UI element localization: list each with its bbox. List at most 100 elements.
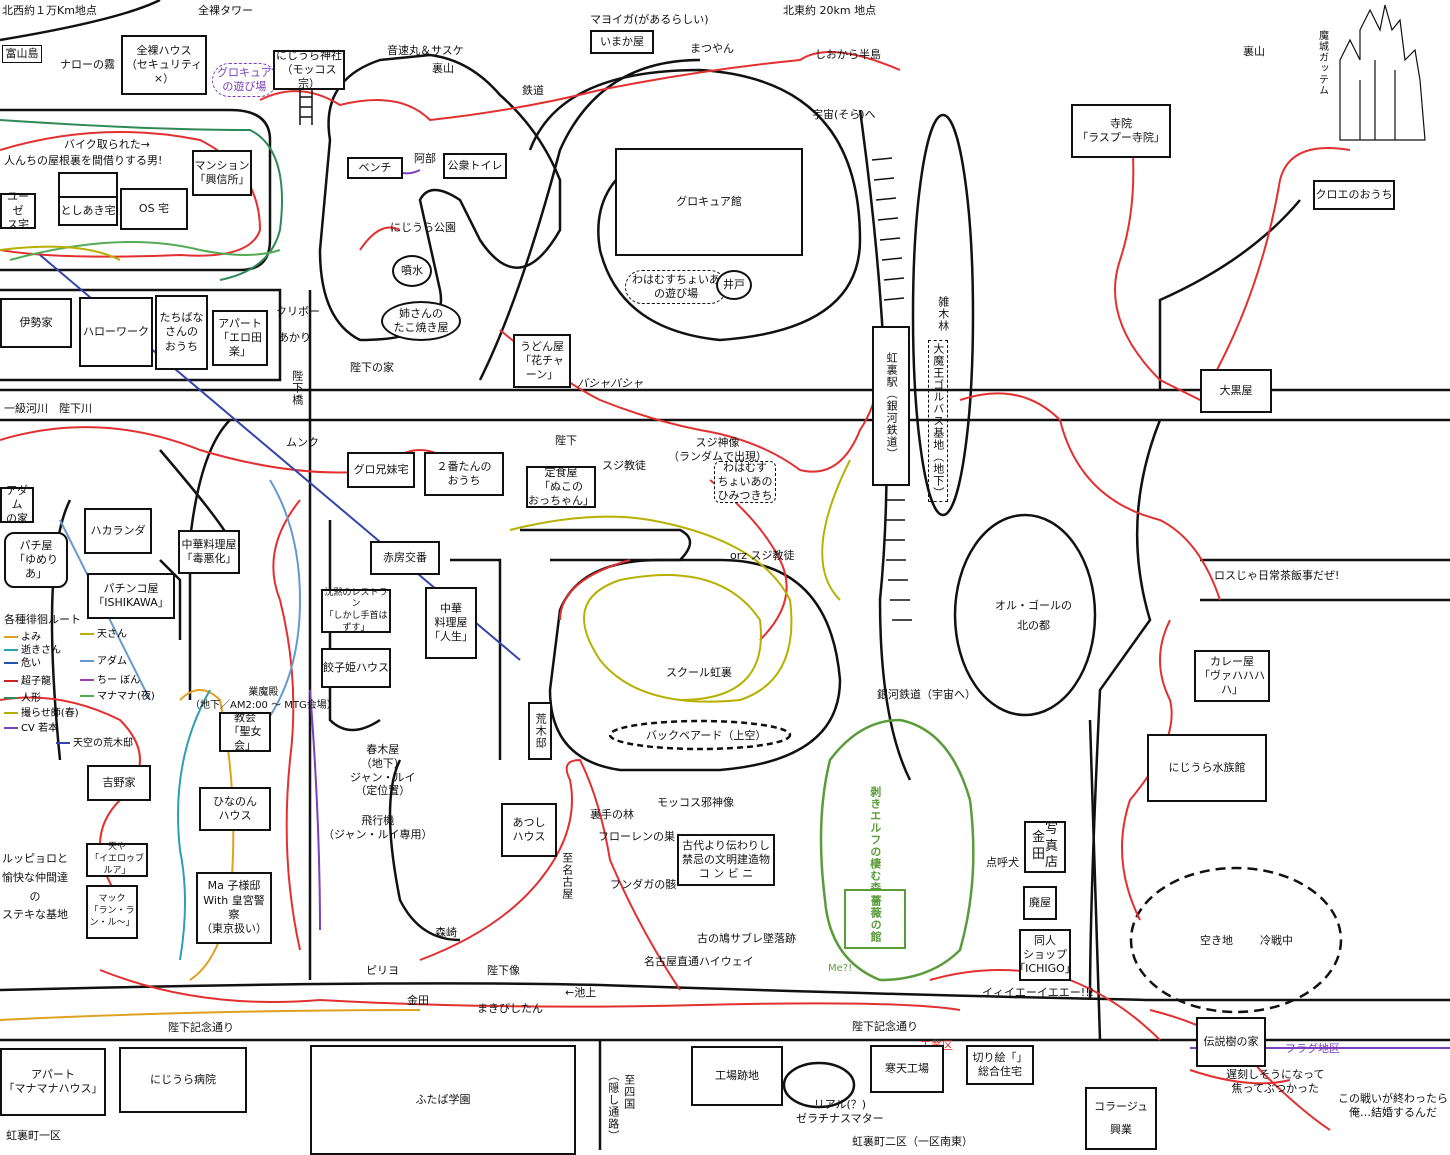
golf-base[interactable]: 大魔王ゴルバス基地（地下） (928, 340, 948, 502)
teishoku-line1: 定食屋 (544, 465, 578, 479)
zenra-house-name: 全裸ハウス (136, 43, 192, 57)
hakaranda[interactable]: ハカランダ (84, 508, 152, 554)
zenra-house[interactable]: 全裸ハウス （セキュリティ×） (121, 35, 207, 95)
legend-tree-house[interactable]: 伝説樹の家 (1196, 1017, 1266, 1067)
maco-residence[interactable]: Ma 子様邸 With 皇宮警察 （東京扱い） (196, 872, 272, 944)
cold-war: 冷戦中 (1260, 934, 1293, 947)
guro-sibling-house[interactable]: グロ兄妹宅 (347, 452, 415, 488)
real-line1: リアル(？) (813, 1098, 867, 1111)
makai-castle: 魔城ガッテム (1316, 30, 1328, 96)
well[interactable]: 井戸 (716, 270, 752, 300)
legend-item: アダム (80, 652, 127, 667)
yoshinoya[interactable]: 吉野家 (87, 765, 151, 801)
futaba-academy[interactable]: ふたば学園 (310, 1045, 576, 1155)
agar-factory[interactable]: 寒天工場 (870, 1045, 944, 1093)
kirie-housing[interactable]: 切り絵「」 総合住宅 (966, 1045, 1034, 1085)
yuze-house[interactable]: ユーゼ ス宅 (0, 190, 36, 231)
orugor-line2: 北の都 (1017, 618, 1050, 632)
school-nijiura[interactable]: スクール虹裏 (666, 666, 732, 679)
pachi-yumeria[interactable]: パチ屋 「ゆめりあ」 (4, 532, 68, 588)
nijiura-shrine[interactable]: にじうら神社 （モッコス宗） (273, 49, 345, 90)
araki-residence[interactable]: 荒木邸 (528, 702, 552, 760)
factory-ruins[interactable]: 工場跡地 (691, 1046, 783, 1106)
chuka-jinsei[interactable]: 中華 料理屋 「人生」 (425, 587, 477, 659)
chinmoku-restaurant[interactable]: 沈黙のレストラン 「しかし手首はずす」 (321, 588, 391, 633)
hinanon-house[interactable]: ひなのん ハウス (199, 787, 271, 831)
imakaya[interactable]: いまか屋 (590, 30, 654, 54)
abandoned-house[interactable]: 廃屋 (1023, 886, 1057, 920)
akabane-koban[interactable]: 赤房交番 (370, 541, 440, 575)
tachibana-house[interactable]: たちばな さんの おうち (155, 295, 208, 370)
abe: 阿部 (414, 152, 436, 165)
gyoza-hime-house[interactable]: 餃子姫ハウス (321, 648, 391, 688)
warend-line2: 俺…結婚するんだ (1349, 1105, 1437, 1119)
fountain[interactable]: 噴水 (392, 255, 432, 287)
harumaki-shop[interactable]: 春木屋 （地下） ジャン・ルイ （定位置） (350, 743, 415, 798)
kuroe-house[interactable]: クロエのおうち (1313, 180, 1395, 210)
real-line2: ゼラチナスマター (796, 1111, 884, 1125)
doujin-shop[interactable]: 同人 ショップ 「ICHIGO」 (1014, 929, 1076, 981)
oru-gor-city[interactable]: オル・ゴールの 北の都 (995, 599, 1072, 633)
gyomaden[interactable]: 業魔殿 （地下／AM2:00 ～ MTG会場） (190, 687, 337, 712)
mansion-detective[interactable]: マンション 「興信所」 (192, 150, 252, 196)
chuka-dokuakka[interactable]: 中華料理屋 「毒悪化」 (178, 530, 240, 574)
collage-line2: 興業 (1110, 1122, 1132, 1136)
takoyaki-stand[interactable]: 姉さんの たこ焼き屋 (381, 301, 461, 341)
collage-industry[interactable]: コラージュ 興業 (1085, 1087, 1157, 1150)
teishoku-shop[interactable]: 定食屋 「ぬこの おっちゃん」 (526, 466, 596, 508)
makibishi: まきびしたん (477, 1002, 543, 1015)
pachinko-ishikawa[interactable]: パチンコ屋 「ISHIKAWA」 (87, 573, 175, 619)
curry-shop[interactable]: カレー屋 「ヴァハハハハ」 (1194, 650, 1270, 702)
bench[interactable]: ベンチ (347, 157, 403, 179)
daikoku[interactable]: 大黒屋 (1200, 369, 1272, 413)
wahamu-play-line2: の遊び場 (654, 286, 698, 300)
takoyaki-line2: たこ焼き屋 (393, 321, 449, 334)
ise-house[interactable]: 伊勢家 (0, 298, 72, 348)
matsuyan: まつやん (690, 42, 734, 55)
hatosable-crash: 古の鳩サブレ墜落跡 (697, 932, 796, 945)
nijiura-aquarium[interactable]: にじうら水族館 (1147, 734, 1267, 802)
curry-line1: カレー屋 (1210, 654, 1254, 668)
nijiura-hospital[interactable]: にじうら病院 (119, 1047, 247, 1113)
airplane[interactable]: 飛行機 （ジャン・ルイ専用） (323, 814, 432, 842)
hello-work[interactable]: ハローワーク (79, 297, 153, 367)
wahamu-secret-base[interactable]: わはむす ちょいあの ひみつきち (714, 461, 776, 503)
apart-ero[interactable]: アパート 「エロ田楽」 (212, 310, 268, 366)
church-seijokai[interactable]: 教会 「聖女会」 (219, 711, 271, 753)
kaneda-photo-shop[interactable]: 金 田 写 真 店 (1024, 821, 1066, 873)
tenya[interactable]: 天や 「イエロゥブルア」 (86, 842, 148, 877)
adam-house[interactable]: アダム の家 (0, 484, 34, 525)
wahamu-playground[interactable]: わはむすちょいあ の遊び場 (625, 270, 727, 304)
suji-statue: スジ神像 （ランダムで出現） (668, 436, 767, 464)
to-nagoya: 至名古屋 (560, 852, 574, 900)
atsushi-house[interactable]: あつし ハウス (501, 803, 557, 857)
legend-label: マナマナ(夜) (97, 691, 155, 702)
legend-label: アダム (97, 656, 127, 667)
gelatinous-matter: リアル(？) ゼラチナスマター (796, 1098, 884, 1126)
nijiura-station[interactable]: 虹裏駅（銀河鉄道） (872, 326, 910, 486)
chikoku-line1: 遅刻しそうになって (1226, 1068, 1325, 1081)
rose-mansion[interactable]: 薔薇の館 (844, 889, 906, 949)
apart-manamana[interactable]: アパート 「マナマナハウス」 (0, 1048, 106, 1116)
legend-item: 危い (4, 654, 41, 669)
udon-shop[interactable]: うどん屋 「花チャーン」 (513, 334, 571, 388)
udon-line1: うどん屋 (520, 339, 564, 353)
tenya-line1: 天や (107, 842, 126, 853)
fuzan-island[interactable]: 富山島 (2, 45, 42, 63)
church-line2: 「聖女会」 (228, 724, 262, 753)
precure-play-area[interactable]: グロキュア の遊び場 (212, 63, 277, 97)
precure-hall[interactable]: グロキュア館 (615, 148, 803, 256)
elf-forest[interactable]: 剥きエルフの棲む森 (868, 786, 882, 894)
harumaki-line2: （地下） (360, 756, 405, 770)
nibantan-house[interactable]: ２番たんの おうち (424, 452, 504, 496)
luppyoro-base[interactable]: ルッピョロと 愉快な仲間達 の ステキな基地 (2, 852, 68, 922)
mac[interactable]: マック 「ラン・ラン・ル～」 (86, 885, 138, 939)
kirie-line1: 切り絵「」 (972, 1050, 1028, 1064)
legend-label: 人形 (21, 693, 41, 704)
toshiaki-house[interactable]: としあき宅 (58, 196, 118, 226)
ancient-convenience-store[interactable]: 古代より伝わりし 禁忌の文明建造物 コ ン ビ ニ (677, 834, 775, 886)
public-toilet[interactable]: 公衆トイレ (443, 153, 507, 179)
rasputin-temple[interactable]: 寺院 「ラスプー寺院」 (1071, 104, 1171, 158)
suji-statue-line2: （ランダムで出現） (668, 449, 767, 463)
os-house[interactable]: OS 宅 (120, 188, 188, 230)
